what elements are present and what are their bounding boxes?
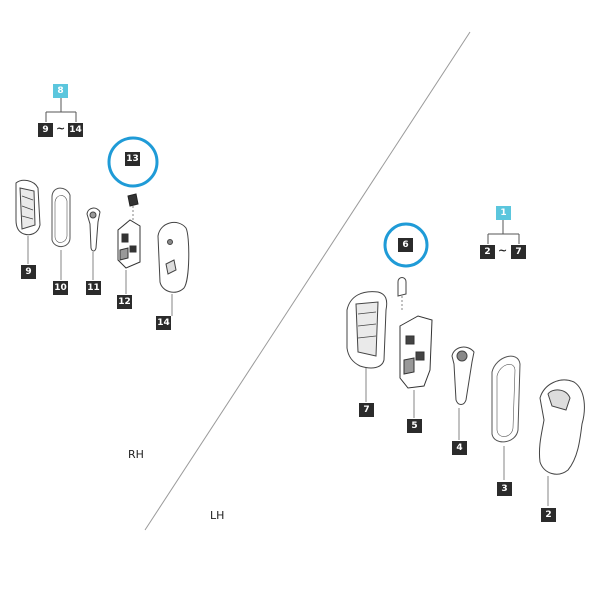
lh-part-7-frame-drawing <box>346 291 388 402</box>
rh-part-10-gasket-drawing <box>51 187 71 280</box>
lh-part-tag-3[interactable]: 3 <box>497 482 512 496</box>
lh-part-6-clip-drawing <box>397 277 407 312</box>
lh-part-tag-6[interactable]: 6 <box>398 238 413 252</box>
side-divider-line <box>144 31 471 531</box>
rh-part-13-clip-drawing <box>127 193 139 222</box>
lh-part-5-mechanism-drawing <box>399 315 433 418</box>
rh-part-tag-11[interactable]: 11 <box>86 281 101 295</box>
rh-range-separator: ~ <box>56 122 66 135</box>
rh-part-14-cover-drawing <box>157 221 190 316</box>
rh-part-12-mechanism-drawing <box>117 219 141 294</box>
lh-part-4-lever-drawing <box>451 346 475 440</box>
lh-side-label: LH <box>210 509 225 522</box>
rh-part-11-lever-drawing <box>86 207 101 280</box>
lh-range-from-tag[interactable]: 2 <box>480 245 495 259</box>
rh-range-to-tag[interactable]: 14 <box>68 123 83 137</box>
rh-highlight-circle <box>107 136 159 188</box>
rh-range-from-tag[interactable]: 9 <box>38 123 53 137</box>
lh-range-to-tag[interactable]: 7 <box>511 245 526 259</box>
lh-part-2-cover-drawing <box>539 379 585 506</box>
rh-part-tag-14[interactable]: 14 <box>156 316 171 330</box>
rh-part-tag-13[interactable]: 13 <box>125 152 140 166</box>
lh-highlight-circle <box>383 222 429 268</box>
rh-part-tag-10[interactable]: 10 <box>53 281 68 295</box>
rh-part-9-frame-drawing <box>15 179 41 264</box>
rh-part-tag-9[interactable]: 9 <box>21 265 36 279</box>
rh-part-tag-12[interactable]: 12 <box>117 295 132 309</box>
lh-part-3-gasket-drawing <box>491 355 521 480</box>
lh-range-separator: ~ <box>498 244 508 257</box>
lh-part-tag-4[interactable]: 4 <box>452 441 467 455</box>
rh-side-label: RH <box>128 448 144 461</box>
rh-group-bracket <box>45 98 77 122</box>
lh-part-tag-5[interactable]: 5 <box>407 419 422 433</box>
lh-part-tag-2[interactable]: 2 <box>541 508 556 522</box>
lh-group-tag[interactable]: 1 <box>496 206 511 220</box>
lh-part-tag-7[interactable]: 7 <box>359 403 374 417</box>
lh-group-bracket <box>487 220 520 244</box>
rh-group-tag[interactable]: 8 <box>53 84 68 98</box>
